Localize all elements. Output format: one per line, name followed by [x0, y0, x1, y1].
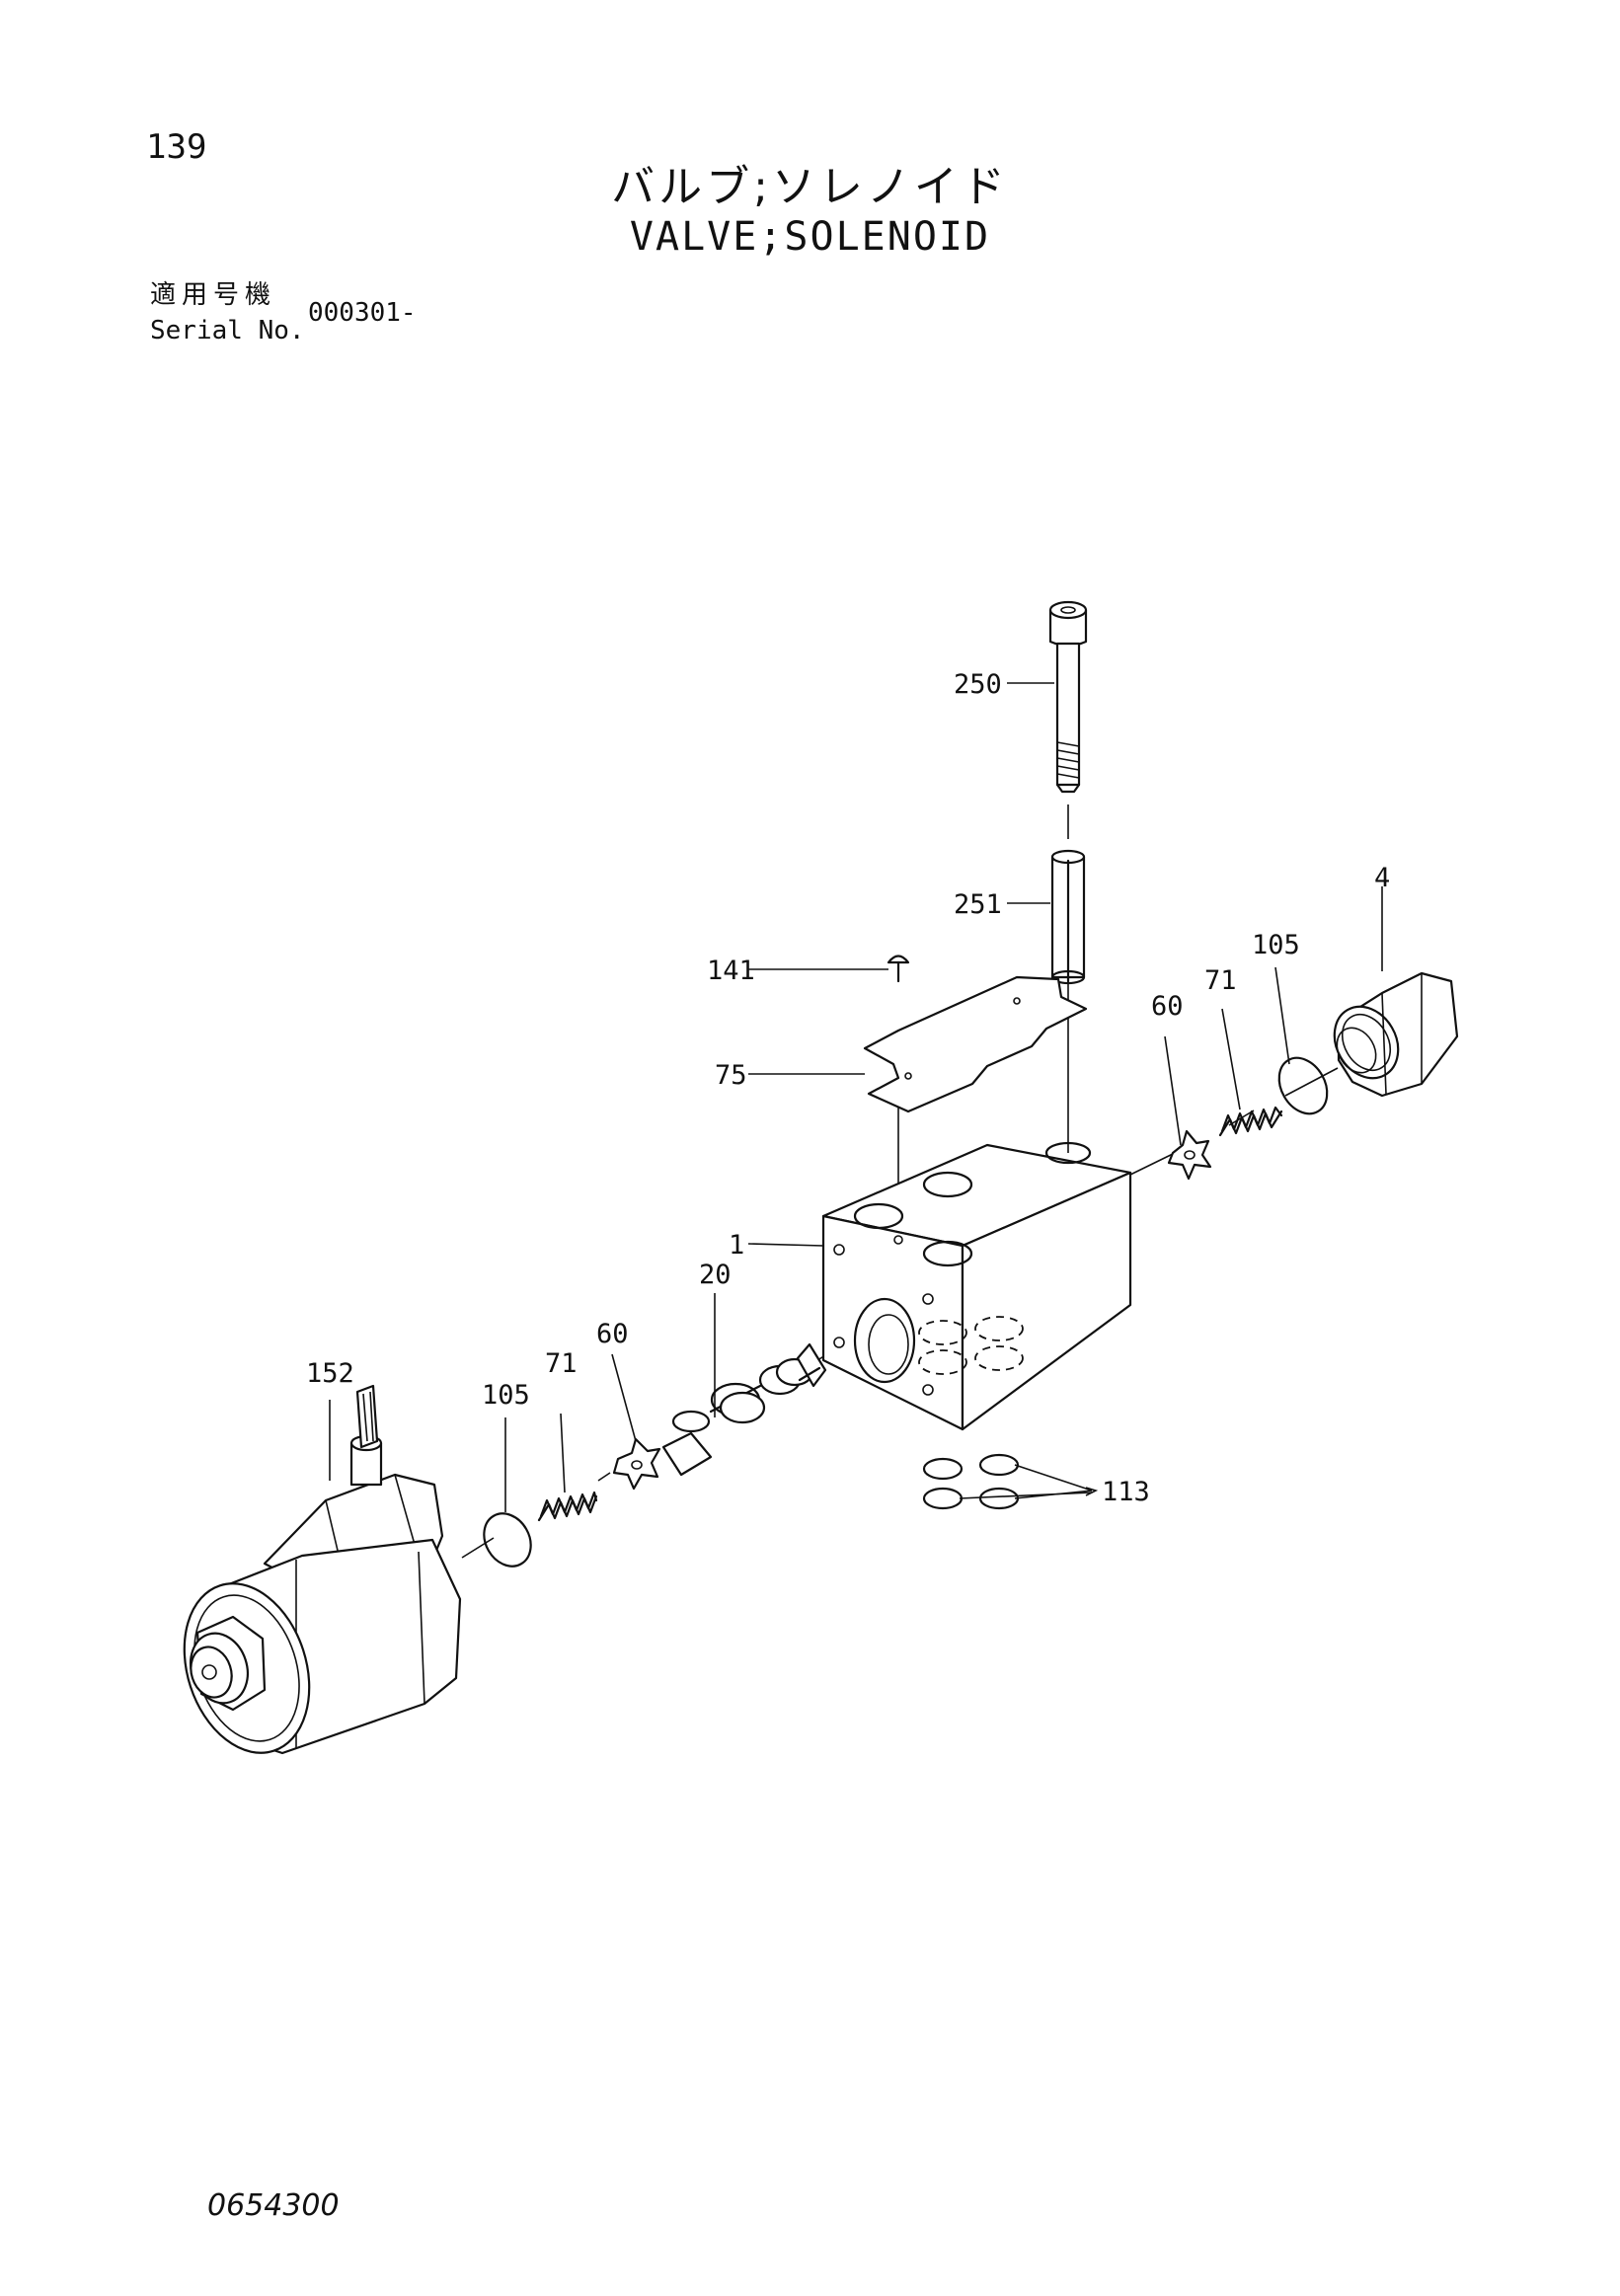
callout-141: 141: [707, 956, 755, 986]
callout-75: 75: [715, 1060, 747, 1091]
part-1-valve-body: [821, 1141, 1132, 1431]
callout-71-left: 71: [545, 1348, 578, 1379]
assembly-axis-lines: [461, 804, 1339, 1559]
part-71-spring-right: [1218, 1106, 1283, 1137]
part-141-rivet: [887, 955, 910, 983]
part-4-plug: [1333, 971, 1459, 1098]
callout-105-right: 105: [1252, 930, 1300, 960]
part-251-spring-pin: [1050, 849, 1086, 985]
callout-71-right: 71: [1204, 965, 1237, 996]
part-60-spring-seat-left: [612, 1437, 661, 1491]
callout-4: 4: [1374, 863, 1390, 893]
part-152-solenoid-coil: [183, 1384, 462, 1755]
page-title-english: VALVE;SOLENOID: [629, 214, 991, 260]
callout-1: 1: [729, 1230, 744, 1261]
part-60-spring-seat-right: [1167, 1129, 1212, 1181]
part-75-nameplate: [863, 975, 1088, 1113]
callout-105-left: 105: [482, 1380, 530, 1411]
page-title-japanese: バルブ;ソレノイド: [611, 162, 1009, 212]
callout-152: 152: [306, 1358, 354, 1389]
part-250-bolt: [1048, 600, 1088, 794]
serial-label-english: Serial No.: [150, 316, 305, 345]
serial-label-japanese: 適用号機: [150, 280, 277, 310]
callout-113: 113: [1102, 1477, 1150, 1507]
part-105-o-ring-left: [483, 1512, 532, 1568]
part-20-spool: [661, 1342, 827, 1477]
callout-leader-lines: [329, 682, 1383, 1512]
serial-number-value: 000301-: [308, 298, 417, 328]
callout-20: 20: [699, 1260, 732, 1290]
callout-60-left: 60: [596, 1319, 629, 1349]
part-71-spring-left: [537, 1491, 598, 1522]
part-113-o-rings: [922, 1453, 1020, 1510]
callout-251: 251: [954, 889, 1002, 920]
callout-60-right: 60: [1151, 991, 1184, 1022]
callout-250: 250: [954, 669, 1002, 700]
drawing-code: 0654300: [207, 2188, 340, 2223]
page-number: 139: [146, 127, 207, 167]
